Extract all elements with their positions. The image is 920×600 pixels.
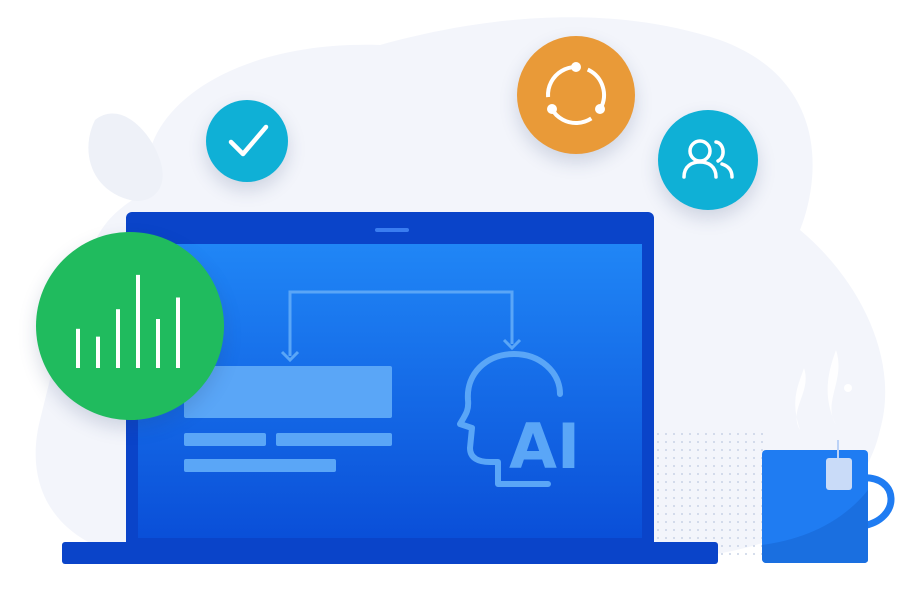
ai-label: AI — [509, 410, 580, 483]
mug-icon — [762, 350, 895, 563]
dot-pattern — [650, 430, 765, 560]
laptop-base — [62, 542, 718, 564]
background-blob-small — [88, 113, 163, 201]
chart-badge — [36, 232, 224, 420]
cycle-badge — [517, 36, 635, 154]
content-block — [184, 366, 392, 418]
arrow-right-icon — [502, 338, 522, 351]
checkmark-icon — [228, 124, 269, 157]
content-line — [276, 433, 392, 446]
laptop-camera — [375, 228, 409, 232]
check-badge — [206, 100, 288, 182]
ai-head-icon — [457, 351, 563, 487]
content-line — [184, 433, 266, 446]
cycle-icon — [546, 62, 606, 125]
flow-connector — [288, 290, 514, 356]
arrow-left-icon — [280, 350, 300, 363]
tea-bag-icon — [826, 458, 852, 490]
users-badge — [658, 110, 758, 210]
content-line — [184, 459, 336, 472]
users-icon — [682, 139, 734, 179]
bar-chart-icon — [76, 274, 180, 368]
steam-icon — [827, 350, 839, 425]
steam-icon — [795, 368, 806, 430]
